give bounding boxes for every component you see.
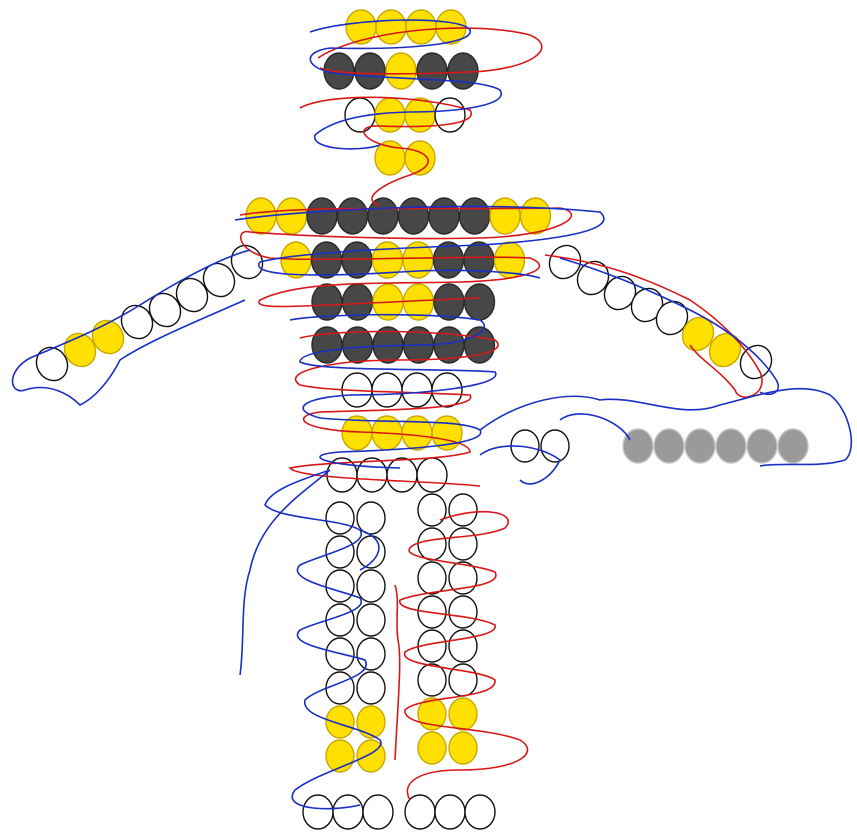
dark-bead bbox=[307, 198, 337, 234]
white-bead bbox=[449, 630, 477, 662]
gray-bead bbox=[778, 429, 808, 463]
yellow-bead bbox=[449, 698, 477, 730]
gray-bead bbox=[654, 429, 684, 463]
white-bead bbox=[326, 570, 354, 602]
dark-bead bbox=[460, 198, 490, 234]
white-bead bbox=[387, 458, 417, 492]
white-bead bbox=[417, 458, 447, 492]
white-bead bbox=[449, 494, 477, 526]
yellow-bead bbox=[277, 198, 307, 234]
white-bead bbox=[418, 562, 446, 594]
yellow-bead bbox=[418, 732, 446, 764]
white-bead bbox=[357, 604, 385, 636]
dark-bead bbox=[429, 198, 459, 234]
gray-bead bbox=[623, 429, 653, 463]
white-bead bbox=[333, 795, 363, 829]
yellow-bead bbox=[406, 10, 436, 44]
white-bead bbox=[326, 536, 354, 568]
yellow-bead bbox=[449, 732, 477, 764]
dark-bead bbox=[368, 198, 398, 234]
white-bead bbox=[357, 458, 387, 492]
white-bead bbox=[326, 672, 354, 704]
white-bead bbox=[357, 672, 385, 704]
dark-bead bbox=[355, 53, 385, 89]
white-bead bbox=[363, 795, 393, 829]
white-bead bbox=[326, 502, 354, 534]
white-bead bbox=[418, 494, 446, 526]
gray-bead bbox=[685, 429, 715, 463]
gray-bead bbox=[716, 429, 746, 463]
yellow-bead bbox=[521, 198, 551, 234]
dark-bead bbox=[338, 198, 368, 234]
white-bead bbox=[372, 373, 402, 407]
yellow-bead bbox=[281, 242, 311, 278]
yellow-bead bbox=[490, 198, 520, 234]
white-bead bbox=[449, 596, 477, 628]
yellow-bead bbox=[376, 10, 406, 44]
white-bead bbox=[449, 528, 477, 560]
white-bead bbox=[418, 528, 446, 560]
white-bead bbox=[357, 570, 385, 602]
dark-bead bbox=[464, 242, 494, 278]
dark-bead bbox=[342, 242, 372, 278]
yellow-bead bbox=[346, 10, 376, 44]
white-bead bbox=[465, 795, 495, 829]
yellow-bead bbox=[357, 706, 385, 738]
yellow-bead bbox=[386, 53, 416, 89]
white-bead bbox=[357, 638, 385, 670]
dark-bead bbox=[434, 284, 464, 320]
dark-bead bbox=[417, 53, 447, 89]
white-bead bbox=[303, 795, 333, 829]
white-bead bbox=[435, 795, 465, 829]
red-thread-path bbox=[240, 28, 762, 800]
white-bead bbox=[402, 373, 432, 407]
dark-bead bbox=[312, 242, 342, 278]
dark-bead bbox=[465, 284, 495, 320]
white-bead bbox=[357, 502, 385, 534]
beads-layer bbox=[31, 10, 808, 829]
yellow-bead bbox=[326, 706, 354, 738]
dark-bead bbox=[312, 284, 342, 320]
white-bead bbox=[418, 664, 446, 696]
gray-bead bbox=[747, 429, 777, 463]
dark-bead bbox=[399, 198, 429, 234]
